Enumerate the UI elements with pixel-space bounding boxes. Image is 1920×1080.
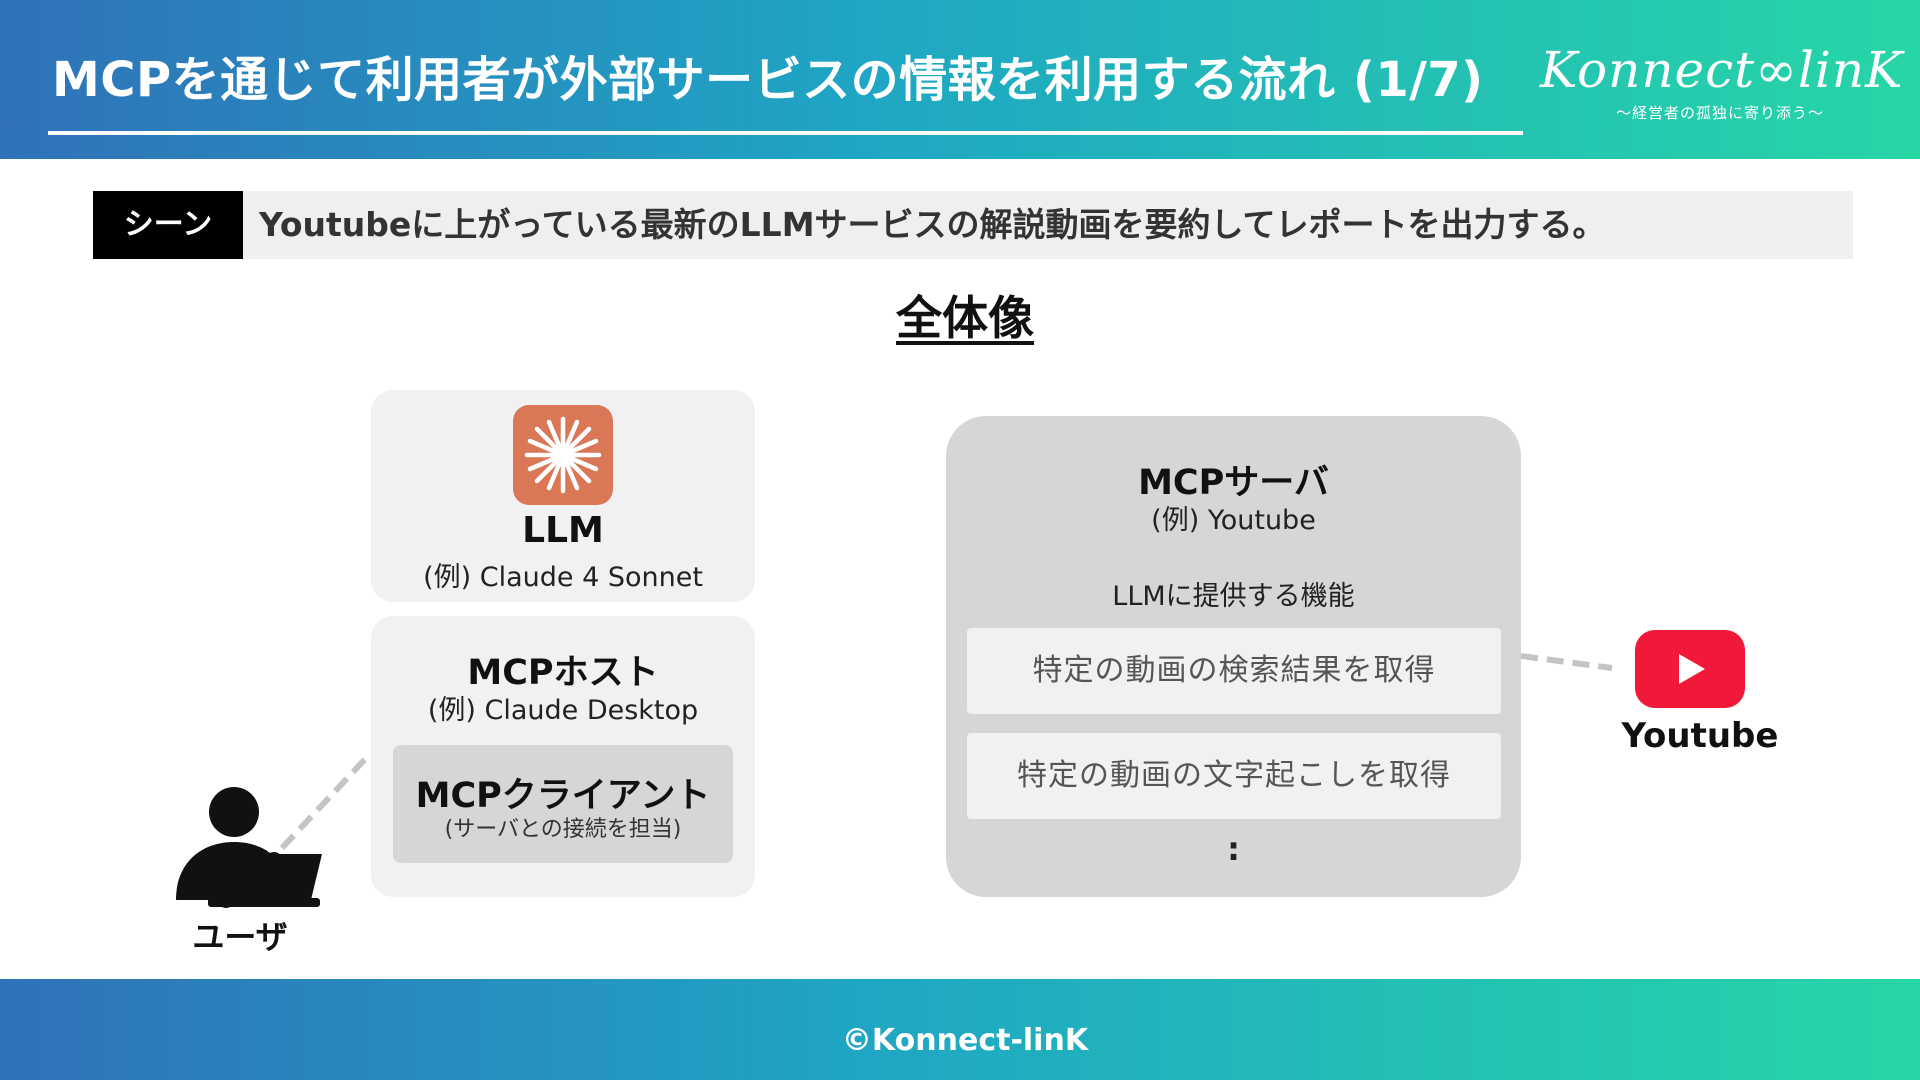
llm-example: (例) Claude 4 Sonnet <box>423 562 703 593</box>
youtube-icon <box>1635 630 1745 708</box>
scene-description: Youtubeに上がっている最新のLLMサービスの解説動画を要約してレポートを出… <box>259 205 1606 244</box>
overview-title: 全体像 <box>896 291 1034 345</box>
logo-wordmark: Konnect∞linK <box>1540 41 1904 99</box>
server-youtube-connector <box>1520 653 1613 671</box>
function-search-results: 特定の動画の検索結果を取得 <box>967 628 1501 714</box>
scene-bar: シーン Youtubeに上がっている最新のLLMサービスの解説動画を要約してレポ… <box>93 191 1853 259</box>
logo-tagline: 〜経営者の孤独に寄り添う〜 <box>1615 104 1824 122</box>
footer-banner <box>0 979 1920 1080</box>
function-transcript: 特定の動画の文字起こしを取得 <box>967 733 1501 819</box>
scene-tag: シーン <box>93 191 243 259</box>
user-at-laptop-icon <box>176 787 322 908</box>
more-functions-ellipsis: : <box>1227 830 1240 868</box>
user-label: ユーザ <box>192 918 288 956</box>
mcp-client-title: MCPクライアント <box>415 776 711 816</box>
footer-copyright: ©Konnect-linK <box>841 1023 1089 1058</box>
claude-icon <box>513 405 613 505</box>
mcp-host-example: (例) Claude Desktop <box>427 695 699 726</box>
play-icon <box>1679 654 1705 684</box>
mcp-client-note: (サーバとの接続を担当) <box>444 817 682 842</box>
page-title: MCPを通じて利用者が外部サービスの情報を利用する流れ (1/7) <box>52 52 1484 108</box>
llm-title: LLM <box>522 510 604 551</box>
brand-logo: Konnect∞linK 〜経営者の孤独に寄り添う〜 <box>1540 40 1904 123</box>
youtube-label: Youtube <box>1621 716 1779 756</box>
header-divider <box>48 131 1523 135</box>
mcp-client-box <box>393 745 733 863</box>
mcp-server-example: (例) Youtube <box>1151 505 1316 536</box>
provided-functions-label: LLMに提供する機能 <box>1112 581 1355 612</box>
claude-starburst-icon <box>524 416 602 494</box>
mcp-server-title: MCPサーバ <box>1138 463 1329 503</box>
mcp-host-title: MCPホスト <box>467 653 659 693</box>
